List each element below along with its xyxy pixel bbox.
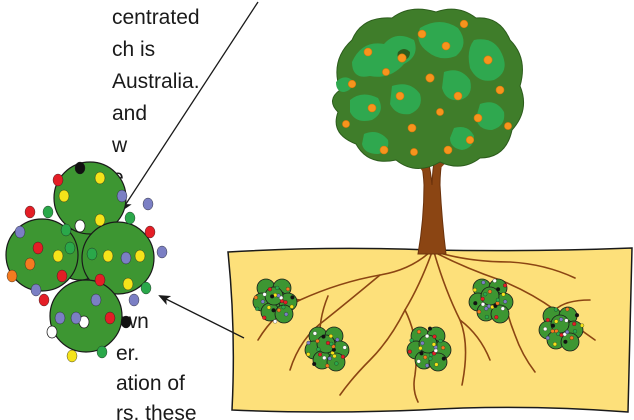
cluster-bead (59, 190, 69, 202)
tree-canopy (332, 9, 523, 168)
cluster-bead (105, 312, 115, 324)
cluster-bead (97, 346, 107, 358)
cluster-bead (43, 206, 53, 218)
cluster-bead (129, 294, 139, 306)
cluster-bead (95, 214, 105, 226)
cluster-bead (33, 242, 43, 254)
cluster-bead (39, 294, 49, 306)
cluster-bead (87, 248, 97, 260)
cluster-bead (121, 252, 131, 264)
cluster-bead (61, 224, 71, 236)
cluster-bead (125, 212, 135, 224)
cluster-bead (95, 274, 105, 286)
arrow-icon-from-tree (122, 2, 258, 210)
cluster-bead (65, 242, 75, 254)
cluster-bead (71, 312, 81, 324)
cluster-bead (141, 282, 151, 294)
cluster-bead (55, 312, 65, 324)
cluster-bead (95, 172, 105, 184)
cluster-bead (121, 316, 131, 328)
cluster-bead (123, 278, 133, 290)
cluster-bead (7, 270, 17, 282)
cluster-bead (53, 250, 63, 262)
cluster-bead (25, 206, 35, 218)
cluster-bead (145, 226, 155, 238)
cluster-bead (67, 350, 77, 362)
cluster-bead (135, 250, 145, 262)
cluster-bead (75, 162, 85, 174)
cluster-bead (53, 174, 63, 186)
spore-cluster-icon-large (6, 162, 167, 362)
cluster-bead (143, 198, 153, 210)
cluster-bead (157, 246, 167, 258)
cluster-bead (31, 284, 41, 296)
cluster-bead (25, 258, 35, 270)
cluster-bead (15, 226, 25, 238)
cluster-bead (47, 326, 57, 338)
cluster-bead (117, 190, 127, 202)
cluster-bead (57, 270, 67, 282)
cluster-bead (91, 294, 101, 306)
cluster-bead (103, 250, 113, 262)
cluster-bead (75, 220, 85, 232)
